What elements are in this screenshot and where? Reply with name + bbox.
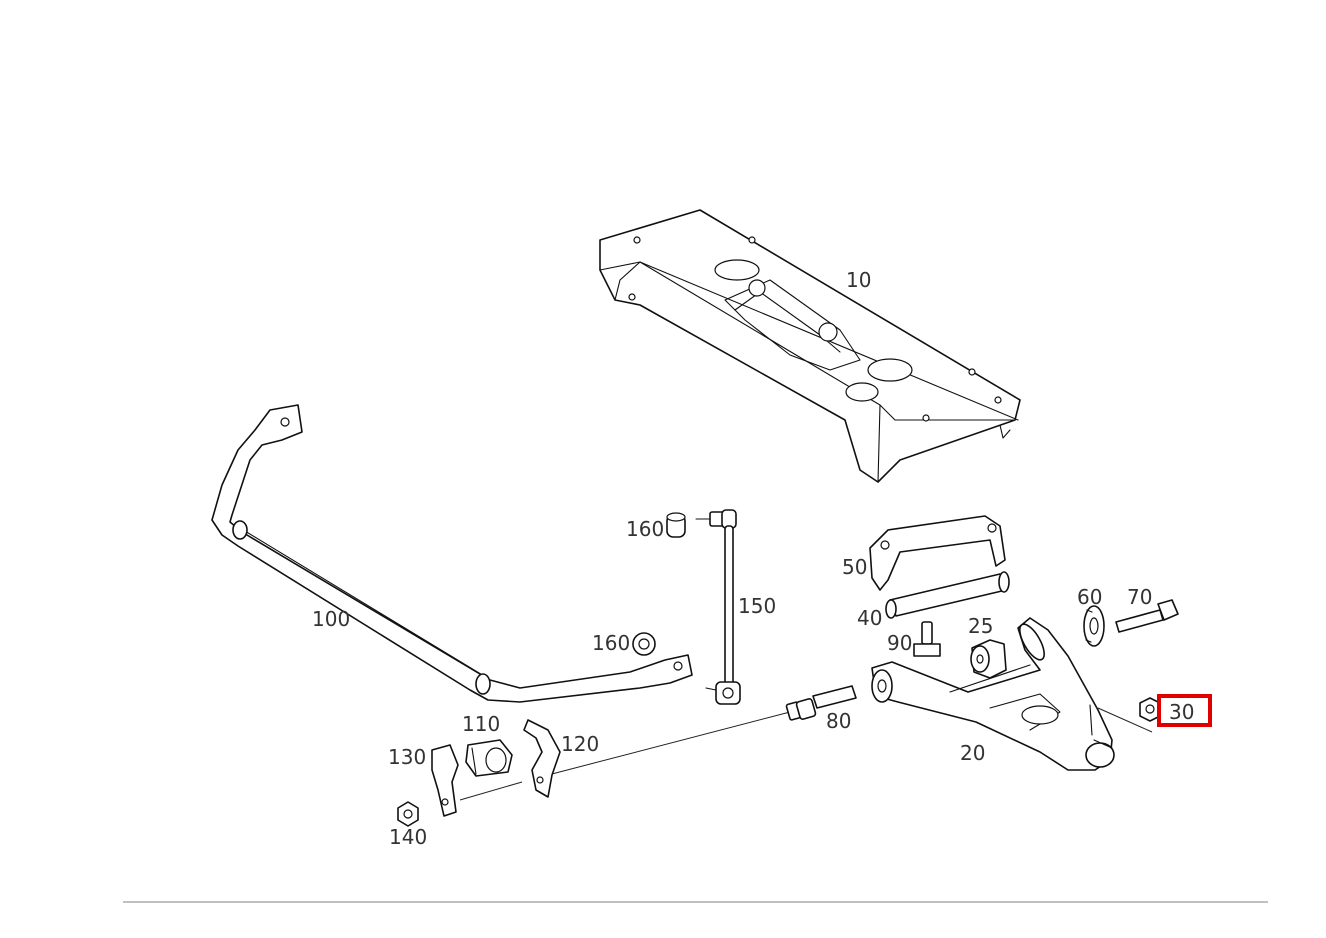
part-150-stabilizer-link[interactable] — [695, 509, 741, 705]
callout-90[interactable]: 90 — [887, 631, 912, 655]
part-130-clamp-bracket[interactable] — [431, 744, 523, 817]
part-20-control-arm[interactable] — [871, 617, 1115, 771]
part-140-nut[interactable] — [397, 801, 419, 827]
callout-140[interactable]: 140 — [389, 825, 427, 849]
part-160-bushing-lower[interactable] — [632, 632, 656, 656]
callout-30-highlight — [1157, 694, 1212, 727]
callout-50[interactable]: 50 — [842, 555, 867, 579]
part-70-bolt[interactable] — [1115, 599, 1179, 633]
part-10-crossmember[interactable] — [599, 209, 1021, 483]
part-30-nut[interactable] — [1097, 697, 1161, 733]
callout-110[interactable]: 110 — [462, 712, 500, 736]
part-60-washer[interactable] — [1083, 605, 1105, 647]
part-120-clamp[interactable] — [523, 719, 561, 798]
part-50-bracket[interactable] — [869, 515, 1006, 591]
callout-120[interactable]: 120 — [561, 732, 599, 756]
part-160-bushing-upper[interactable] — [666, 512, 686, 538]
callout-30[interactable]: 30 — [1169, 700, 1194, 724]
callout-80[interactable]: 80 — [826, 709, 851, 733]
part-25-bushing[interactable] — [970, 639, 1007, 679]
callout-25[interactable]: 25 — [968, 614, 993, 638]
part-40-shaft[interactable] — [885, 571, 1010, 619]
callout-150[interactable]: 150 — [738, 594, 776, 618]
callout-20[interactable]: 20 — [960, 741, 985, 765]
part-90-bolt[interactable] — [913, 621, 941, 657]
part-110-bushing[interactable] — [465, 739, 513, 777]
callout-70[interactable]: 70 — [1127, 585, 1152, 609]
part-100-stabilizer-bar[interactable] — [211, 404, 693, 703]
callout-10[interactable]: 10 — [846, 268, 871, 292]
callout-160-lower[interactable]: 160 — [592, 631, 630, 655]
callout-100[interactable]: 100 — [312, 607, 350, 631]
callout-60[interactable]: 60 — [1077, 585, 1102, 609]
part-80-bolt[interactable] — [547, 685, 857, 776]
callout-160-upper[interactable]: 160 — [626, 517, 664, 541]
callout-40[interactable]: 40 — [857, 606, 882, 630]
callout-130[interactable]: 130 — [388, 745, 426, 769]
